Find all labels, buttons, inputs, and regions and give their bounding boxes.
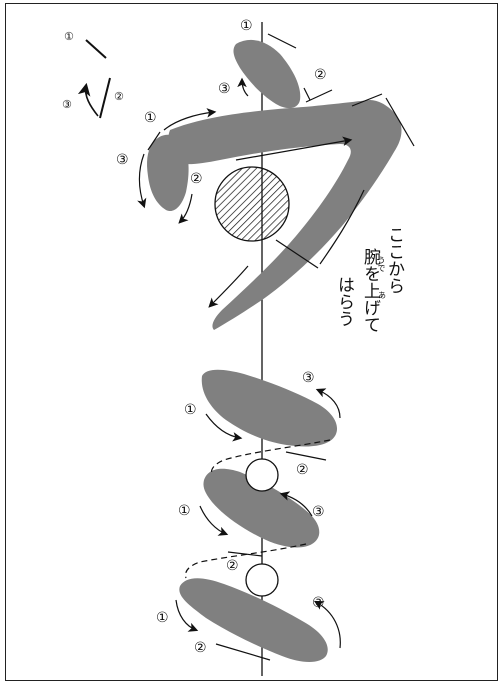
label-mark-2-left-vertical: ② xyxy=(190,171,203,187)
label-mark-2-lower-1: ② xyxy=(296,462,309,478)
label-mini-1: ① xyxy=(64,30,74,43)
brush-stroke-hook-sweep xyxy=(168,100,402,330)
guide-arc-hook-start xyxy=(163,108,217,131)
guide-arc-lower2-left xyxy=(199,505,229,536)
mini-stroke-1 xyxy=(85,39,107,59)
guide-arc-lower3-left xyxy=(175,599,199,632)
arm-raise-marker xyxy=(214,166,290,242)
brush-stroke-lower-2 xyxy=(203,468,320,548)
label-mark-2-lower-3: ② xyxy=(194,640,207,656)
guide-arc-lower3-right xyxy=(313,600,341,649)
note-word-wo-age: を上 xyxy=(360,265,380,299)
guide-arrow-left-vertical-right xyxy=(178,193,193,224)
ruby-a: あ xyxy=(378,291,386,300)
label-mark-3-lower-1: ③ xyxy=(302,370,315,386)
guide-line-sweep-right xyxy=(319,189,365,265)
label-mark-1-top-dot: ① xyxy=(240,18,253,34)
label-mark-3-lower-2: ③ xyxy=(312,504,325,520)
mini-stroke-3 xyxy=(77,82,99,117)
note-word-gete: げて xyxy=(360,299,380,333)
guide-line-top-dot-right xyxy=(267,33,297,49)
note-column-2: 腕を上げて xyxy=(360,248,380,333)
guide-line-top-right-1 xyxy=(305,89,333,103)
guide-line-lower1-bottom xyxy=(285,451,327,461)
dashed-connector-2 xyxy=(184,543,307,579)
label-mark-3-lower-3: ③ xyxy=(312,595,325,611)
note-word-ude: 腕 xyxy=(360,248,380,265)
note-column-3: はらう xyxy=(334,276,354,327)
label-mark-2-top-dot: ② xyxy=(314,67,327,83)
ruby-ude: うで xyxy=(377,256,386,272)
guide-arc-lower1-right xyxy=(315,388,341,419)
guide-arc-lower2-right xyxy=(279,491,313,517)
note-column-1: ここから xyxy=(384,226,404,294)
brush-stroke-lower-3 xyxy=(179,578,328,662)
label-mini-2: ② xyxy=(114,90,124,103)
guide-line-lower2-bottom xyxy=(227,551,263,557)
guide-arrow-sweep-down xyxy=(208,265,249,308)
guide-line-lower3-bottom xyxy=(215,643,271,661)
guide-line-top-dot-bottom xyxy=(303,87,311,101)
label-mark-2-lower-2: ② xyxy=(226,558,239,574)
guide-line-top-right-3 xyxy=(385,97,415,147)
guide-arrow-horizontal xyxy=(235,136,353,161)
label-mark-1-lower-2: ① xyxy=(178,503,191,519)
guide-line-left-top xyxy=(147,131,161,151)
guide-line-pivot xyxy=(275,239,319,269)
label-mark-3-top-dot: ③ xyxy=(218,81,231,97)
guide-arc-lower1-left xyxy=(205,413,243,442)
pivot-circle-2 xyxy=(245,563,279,597)
dashed-connector-1 xyxy=(210,439,331,475)
guide-line-top-right-2 xyxy=(351,93,383,107)
mini-stroke-2 xyxy=(99,77,111,119)
label-mark-3-left-vertical: ③ xyxy=(116,152,129,168)
pivot-circle-1 xyxy=(245,458,279,492)
label-mini-3: ③ xyxy=(62,98,72,111)
label-mark-1-left-vertical: ① xyxy=(144,110,157,126)
guide-arc-left-vertical xyxy=(137,153,147,209)
brush-stroke-top-dot xyxy=(233,39,301,109)
brush-stroke-lower-1 xyxy=(201,369,338,447)
label-mark-1-lower-1: ① xyxy=(184,402,197,418)
guide-arrow-top-dot xyxy=(237,77,249,97)
label-mark-1-lower-3: ① xyxy=(156,610,169,626)
